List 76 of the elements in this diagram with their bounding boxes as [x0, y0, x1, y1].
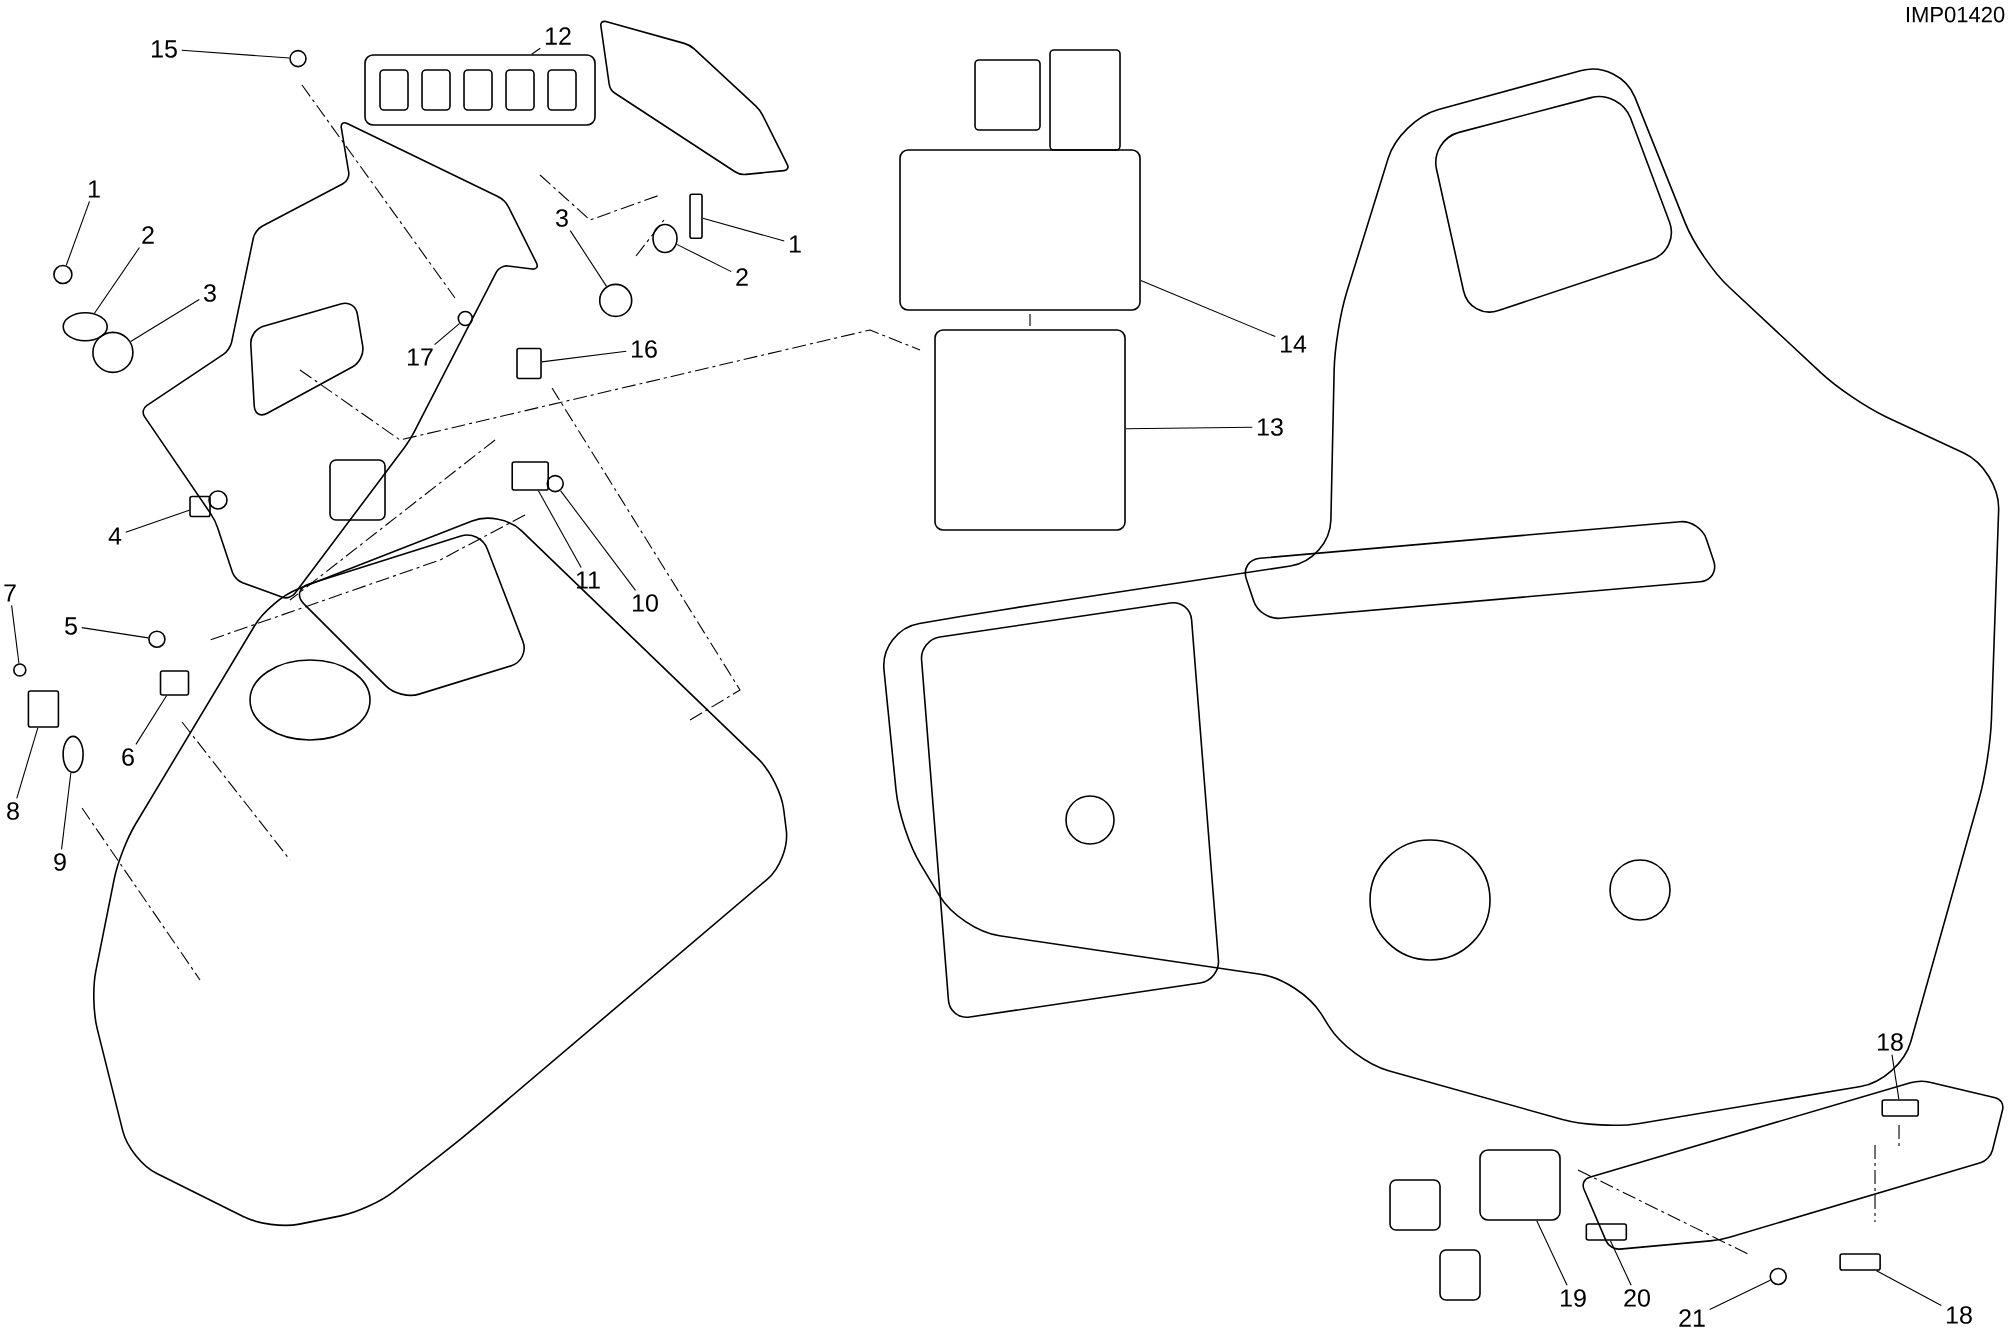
part-drawing: [27, 690, 60, 728]
part-drawing: [148, 630, 166, 648]
callout-number: 19: [1561, 1289, 1586, 1307]
leader-line: [61, 772, 72, 850]
leader-line: [531, 47, 541, 55]
leader-line: [135, 695, 168, 745]
part-drawing: [159, 670, 190, 696]
leader-line: [537, 490, 582, 569]
leader-line: [702, 217, 785, 242]
leader-line: [676, 243, 732, 273]
leader-line: [569, 230, 608, 287]
part-drawing: [1769, 1267, 1787, 1286]
callout-number: 7: [4, 584, 16, 602]
leader-line: [11, 604, 20, 664]
part-drawing: [598, 283, 633, 318]
part-drawing: [289, 49, 307, 68]
part-drawing: [1479, 1149, 1561, 1221]
callout-number: 9: [54, 853, 66, 871]
part-drawing: [457, 310, 474, 327]
part-drawing: [934, 329, 1126, 531]
callout-number: 8: [7, 802, 19, 820]
callout-number: 1: [789, 235, 801, 253]
leader-line: [1709, 1279, 1771, 1311]
callout-number: 15: [152, 40, 177, 58]
part-drawing: [92, 331, 134, 374]
callout-number: 14: [1281, 335, 1307, 353]
leader-line: [125, 509, 190, 533]
callout-number: 17: [408, 348, 433, 366]
callout-number: 5: [65, 617, 77, 635]
leader-line: [130, 299, 200, 343]
part-drawing: [652, 223, 678, 254]
callout-number: 6: [122, 748, 134, 766]
leader-line: [1876, 1270, 1942, 1307]
leader-line: [1891, 1054, 1900, 1100]
leader-line: [81, 627, 149, 639]
part-drawing: [899, 149, 1141, 311]
leader-line: [93, 246, 140, 314]
callout-number: 18: [1878, 1033, 1903, 1051]
part-drawing: [689, 193, 703, 240]
callout-number: 3: [204, 284, 216, 302]
callout-number: 3: [556, 209, 568, 227]
callout-number: 20: [1624, 1289, 1650, 1307]
leader-line: [1140, 279, 1276, 338]
part-drawing: [189, 495, 211, 518]
callout-number: 11: [576, 571, 600, 589]
part-drawing: [364, 54, 596, 126]
callout-number: 21: [1679, 1309, 1705, 1327]
drawing-number: IMP01420: [1906, 6, 2005, 23]
callout-number: 16: [632, 340, 657, 358]
leader-line: [65, 200, 91, 266]
part-drawing: [1585, 1223, 1628, 1241]
part-drawing: [516, 347, 542, 380]
part-drawing: [1881, 1099, 1919, 1117]
part-drawing: [62, 735, 84, 774]
callout-number: 12: [546, 27, 571, 45]
leader-line: [1609, 1240, 1632, 1286]
part-drawing: [1839, 1253, 1881, 1271]
leader-line: [1536, 1220, 1568, 1286]
part-drawing: [62, 312, 108, 342]
callout-number: 18: [1947, 1306, 1972, 1324]
leader-line: [1125, 426, 1253, 430]
part-drawing: [53, 264, 73, 285]
leader-line: [16, 727, 39, 799]
callout-number: 2: [736, 268, 748, 286]
part-drawing: [13, 663, 27, 677]
leader-line: [541, 350, 627, 363]
part-drawing: [511, 461, 549, 491]
callout-number: 13: [1258, 418, 1283, 436]
callout-number: 2: [142, 226, 154, 244]
leader-line: [559, 490, 637, 591]
callout-number: 10: [633, 594, 658, 612]
callout-number: 1: [88, 180, 100, 198]
callout-number: 4: [108, 527, 122, 545]
leader-line: [181, 49, 290, 59]
part-drawing: [546, 474, 564, 493]
leader-line: [434, 323, 460, 346]
